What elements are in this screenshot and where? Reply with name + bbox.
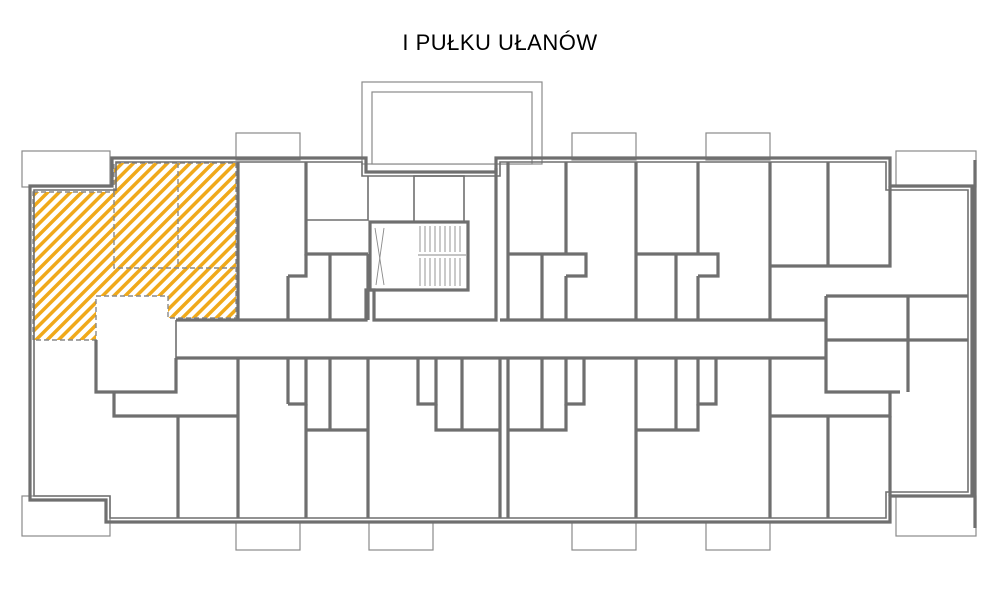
balconies-south <box>21 495 977 551</box>
balcony-sw <box>21 495 111 537</box>
north-apartments <box>236 162 968 392</box>
south-apartments <box>286 358 892 518</box>
balcony-s1 <box>235 521 301 551</box>
balcony-s2 <box>368 521 434 551</box>
balcony-ne <box>895 150 977 188</box>
balcony-se <box>895 495 977 537</box>
selected-apartment[interactable] <box>32 162 237 341</box>
balcony-s4 <box>705 521 771 551</box>
balcony-n2 <box>571 132 637 161</box>
corridor <box>175 168 900 394</box>
west-apartments <box>94 340 240 518</box>
street-name-label: I PUŁKU UŁANÓW <box>402 30 598 55</box>
stair-core <box>368 175 470 292</box>
balconies-north <box>21 81 977 188</box>
balcony-nw <box>21 150 111 188</box>
balcony-s3 <box>571 521 637 551</box>
balcony-n3 <box>705 132 771 161</box>
balcony-n1 <box>235 132 301 161</box>
